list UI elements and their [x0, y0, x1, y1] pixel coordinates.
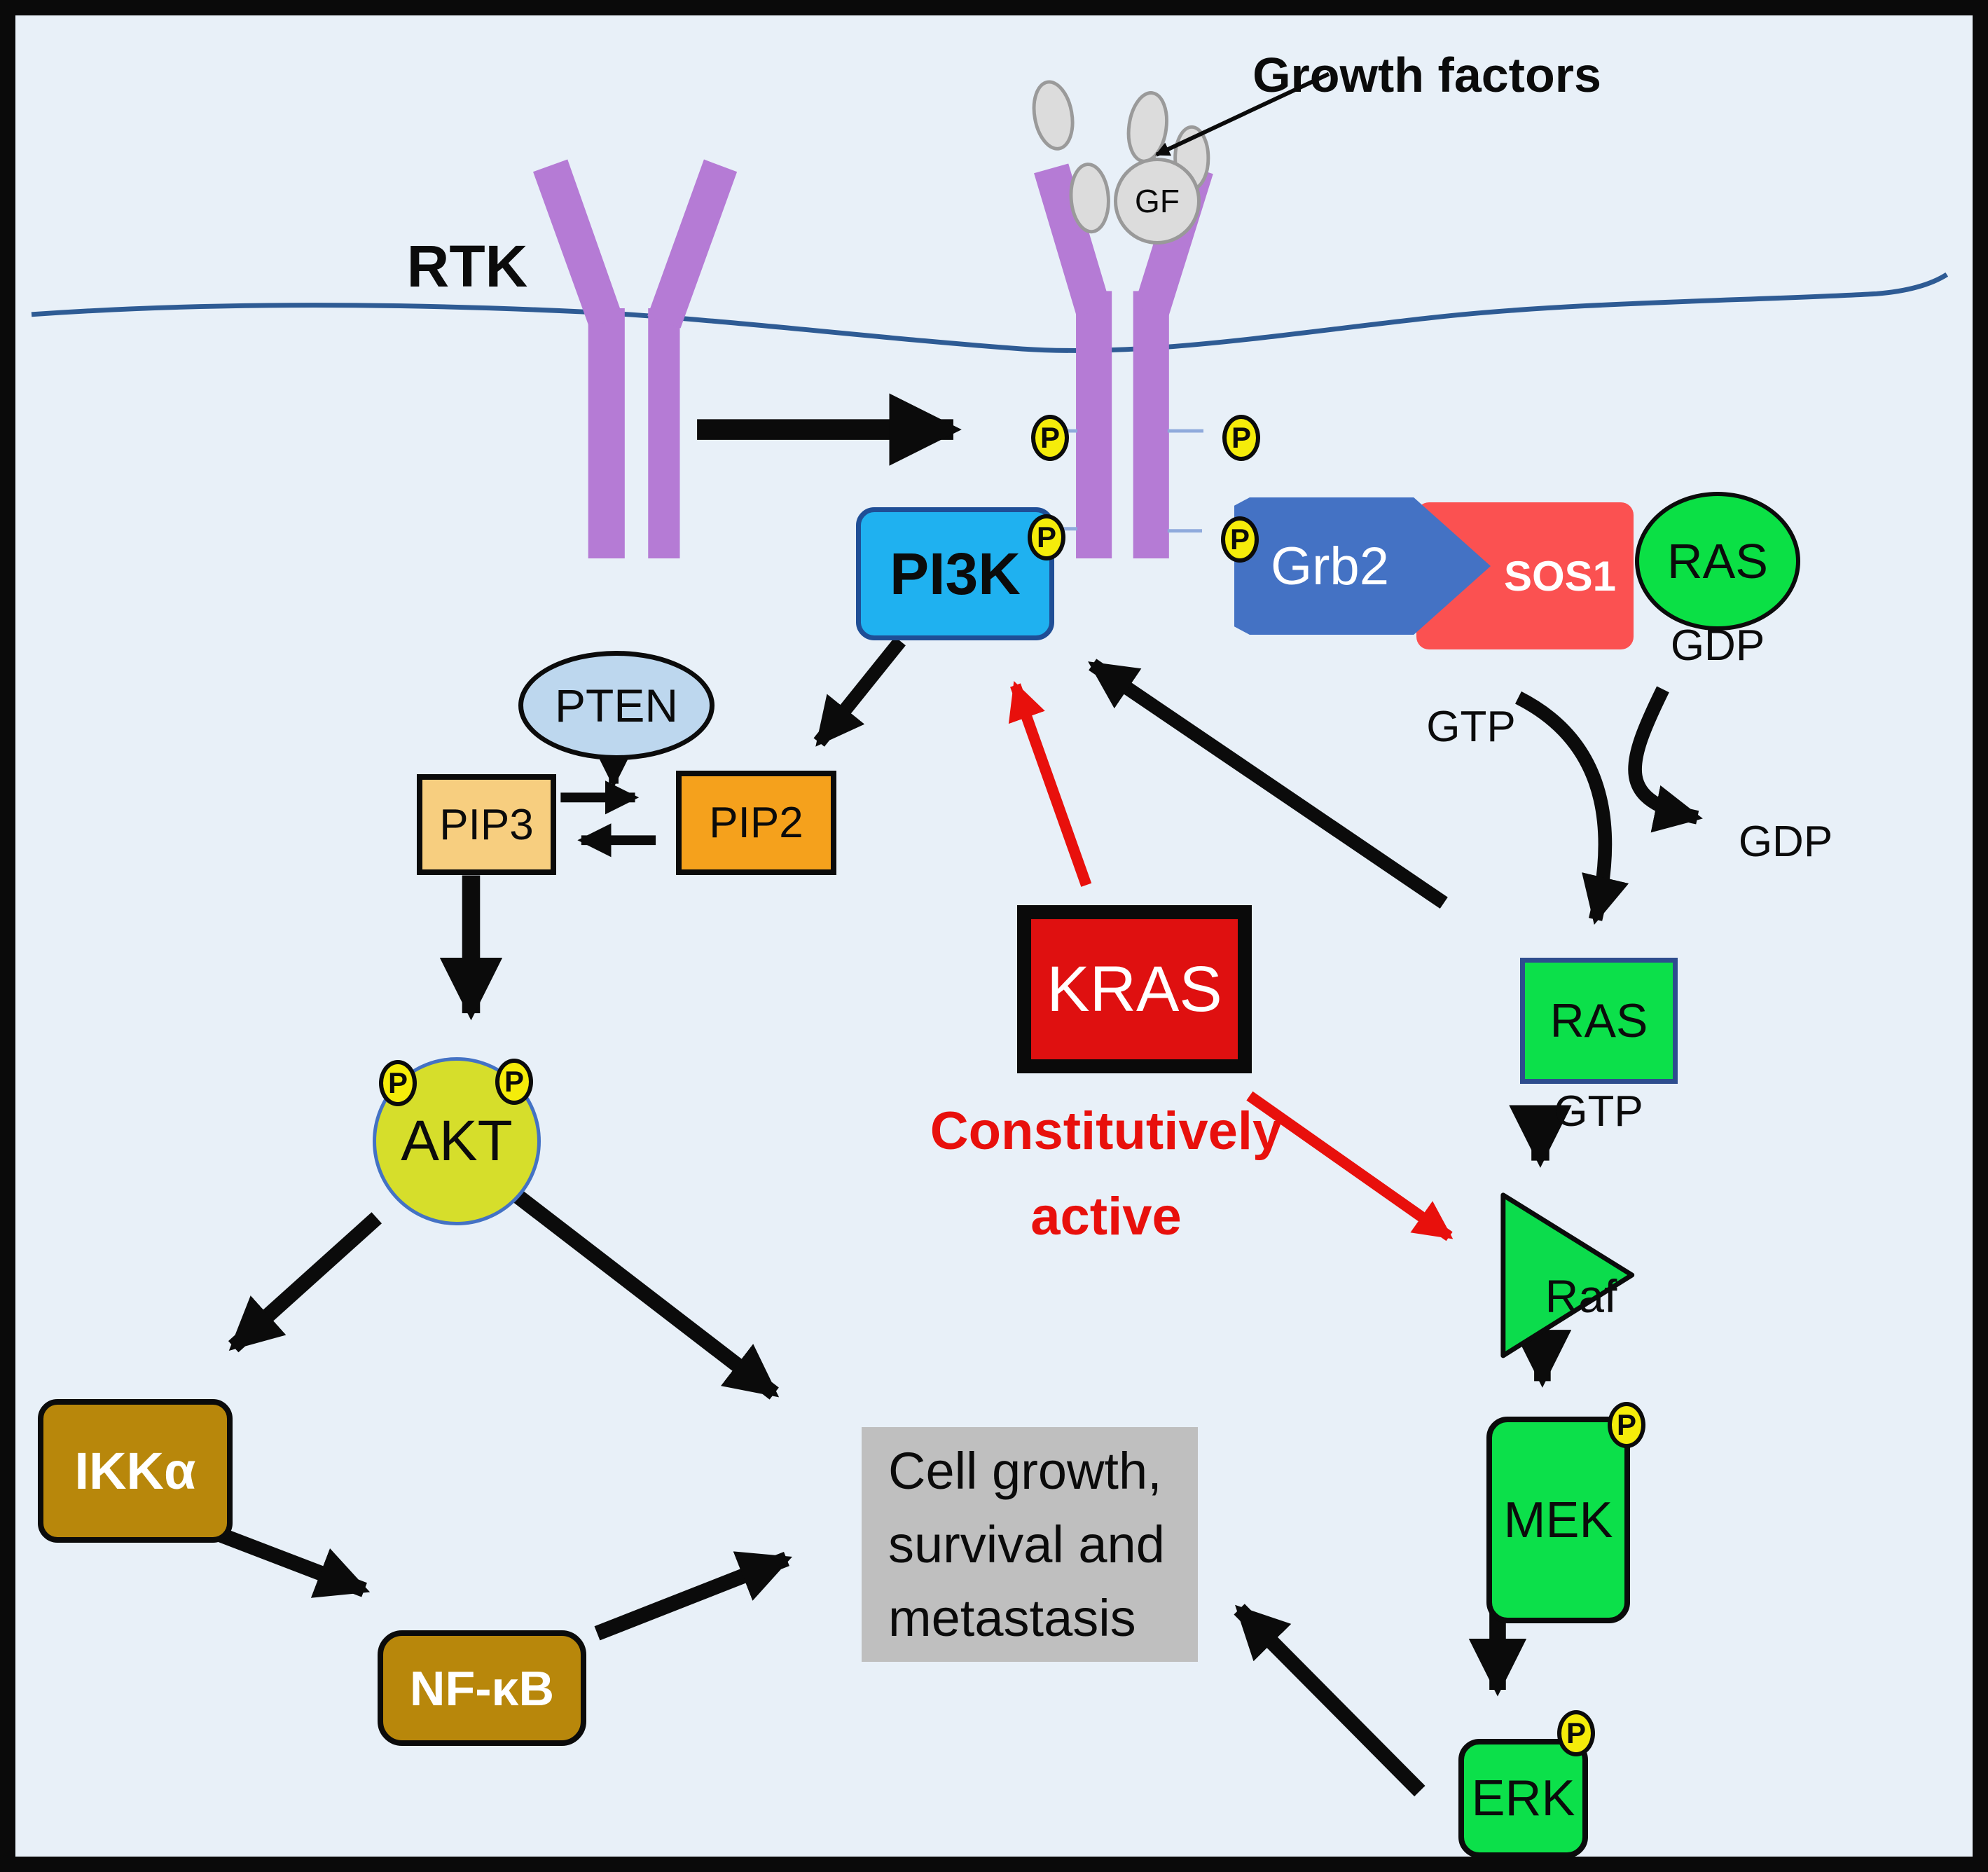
raf-triangle — [1500, 1192, 1635, 1358]
arrow-akt-to-outcome — [509, 1188, 780, 1400]
node-pip2: PIP2 — [676, 771, 836, 875]
black-arrows — [205, 393, 1703, 1797]
phospho-badge-mek: P — [1608, 1402, 1645, 1448]
kras-note-line1: Constitutively — [930, 1101, 1283, 1161]
phospho-badge-akt-right: P — [495, 1059, 533, 1105]
arrow-kras-to-pi3k — [1008, 681, 1092, 887]
outcome-line1: Cell growth, — [888, 1442, 1162, 1500]
gtp-bound-label: GTP — [1554, 1087, 1643, 1136]
outcome-line3: metastasis — [888, 1589, 1136, 1647]
node-pten: PTEN — [518, 651, 715, 760]
gf-ligand: GF — [1114, 158, 1201, 245]
rtk-receptor-inactive — [533, 159, 738, 559]
outcome-line2: survival and — [888, 1515, 1165, 1574]
growth-factors-label: Growth factors — [1252, 48, 1601, 102]
node-ras-gtp: RAS — [1520, 958, 1678, 1084]
node-pi3k: PI3K — [856, 507, 1054, 640]
phospho-badge-receptor-left-upper: P — [1031, 415, 1069, 461]
node-kras-mutant: KRAS — [1017, 905, 1252, 1073]
node-pip3: PIP3 — [417, 774, 556, 875]
arrow-nfkb-to-outcome — [594, 1551, 793, 1641]
node-mek: MEK — [1486, 1417, 1630, 1623]
kras-note-line2: active — [1030, 1186, 1182, 1246]
node-ras-gdp: RAS — [1635, 492, 1800, 631]
node-nfkb: NF-κB — [378, 1630, 586, 1746]
node-ikka: IKKα — [38, 1399, 233, 1543]
rtk-label: RTK — [406, 233, 528, 299]
phospho-connectors — [1049, 429, 1203, 533]
phospho-badge-receptor-right-upper: P — [1222, 415, 1260, 461]
outcome-box: Cell growth, survival and metastasis — [862, 1427, 1198, 1662]
phospho-badge-pi3k: P — [1028, 514, 1065, 560]
gtp-free-label: GTP — [1426, 702, 1516, 751]
phospho-badge-akt-left: P — [379, 1060, 417, 1106]
phospho-badge-grb2: P — [1221, 516, 1259, 563]
phospho-badge-erk: P — [1557, 1710, 1595, 1756]
arrow-gdp-release — [1628, 686, 1703, 833]
arrow-pi3k-to-pip2 — [813, 636, 906, 747]
growth-factor-arrow — [1154, 71, 1330, 157]
arrow-rasgtp-to-pi3k — [1088, 659, 1448, 909]
arrow-akt-to-ikka — [228, 1212, 382, 1353]
arrow-ikka-to-nfkb — [205, 1522, 371, 1598]
arrow-kras-to-raf — [1246, 1091, 1454, 1241]
node-erk: ERK — [1458, 1739, 1588, 1857]
arrow-gtp-loading — [1515, 691, 1629, 925]
gdp-released-label: GDP — [1738, 817, 1833, 866]
arrow-erk-to-outcome — [1234, 1604, 1426, 1797]
node-raf-label: Raf — [1545, 1270, 1617, 1322]
red-arrows — [1008, 681, 1454, 1241]
diagram-graphics — [31, 71, 1949, 1797]
membrane-line — [31, 272, 1949, 353]
